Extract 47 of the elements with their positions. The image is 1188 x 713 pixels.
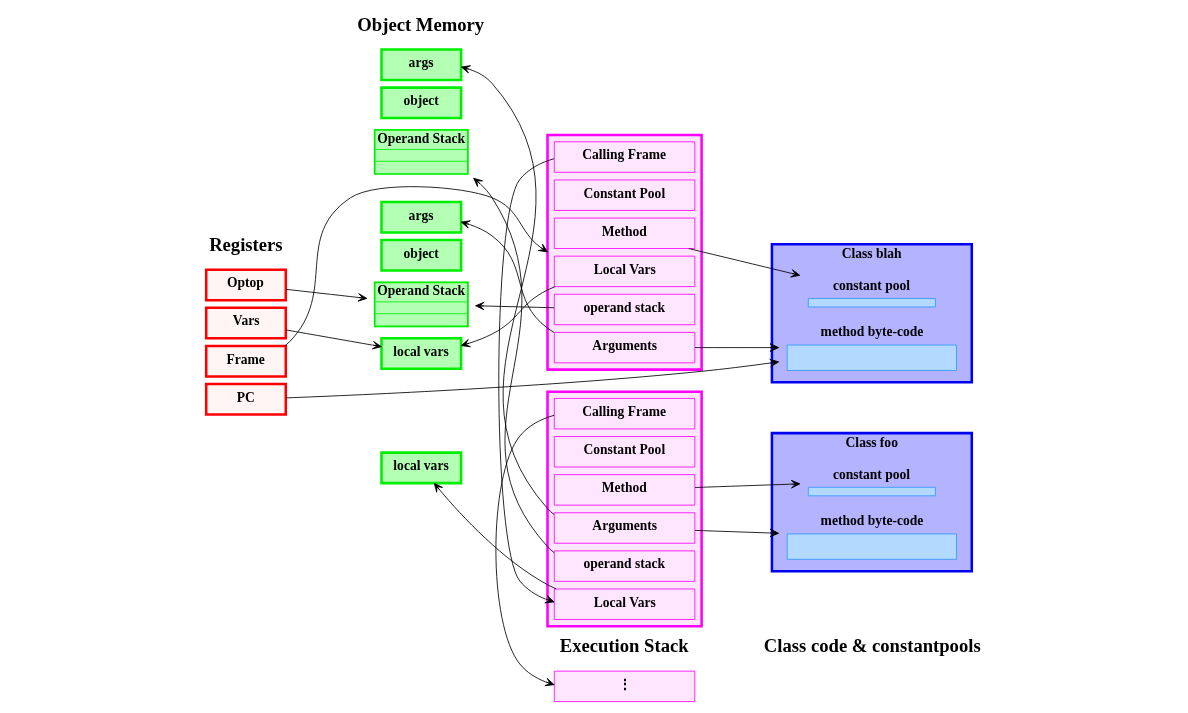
node-label: method byte-code (820, 324, 923, 340)
arrow (460, 65, 554, 515)
node-box: Arguments (553, 512, 695, 544)
node-box: Arguments (553, 331, 695, 364)
arrow (474, 301, 554, 311)
node-box: Calling Frame (553, 398, 695, 430)
node-label: method byte-code (820, 513, 923, 529)
node-box: local vars (379, 337, 462, 371)
label: Execution Stack (559, 635, 689, 657)
arrow (460, 220, 554, 333)
node-box: Frame (204, 344, 287, 378)
arrow (284, 329, 382, 350)
node-box: Method (553, 474, 695, 506)
arrow (460, 286, 555, 348)
label: Object Memory (356, 13, 484, 35)
label: Class code & constantpools (763, 635, 981, 657)
node-box: Local Vars (553, 588, 695, 620)
node-box: args (379, 200, 462, 234)
node-box: local vars (379, 451, 462, 485)
node-box: Method (553, 217, 695, 249)
arrow (694, 343, 779, 352)
node-box: PC (204, 382, 287, 416)
node-box: args (379, 48, 462, 82)
arrow (494, 414, 554, 687)
arrow (433, 482, 556, 590)
node-box: Vars (204, 306, 287, 340)
node-box: operand stack (553, 550, 695, 582)
arrow (694, 528, 779, 538)
node-label: constant pool (832, 277, 910, 293)
node-label: constant pool (832, 466, 910, 482)
node-box: Constant Pool (553, 179, 695, 211)
node-box: operand stack (553, 293, 695, 326)
node-box: object (379, 238, 462, 272)
node-box: Local Vars (553, 255, 695, 288)
node-box: object (379, 86, 462, 120)
arrow (472, 177, 555, 554)
arrow (284, 186, 548, 347)
node-box: Optop (204, 268, 287, 302)
cluster (545, 133, 703, 371)
arrow (284, 288, 367, 302)
node-box: Calling Frame (553, 141, 695, 173)
arrow (497, 158, 554, 604)
node-box: ⋮ (553, 670, 695, 703)
node-box: Constant Pool (553, 436, 695, 468)
label: Registers (208, 233, 283, 255)
arrow (284, 358, 779, 399)
arrow (694, 479, 800, 489)
